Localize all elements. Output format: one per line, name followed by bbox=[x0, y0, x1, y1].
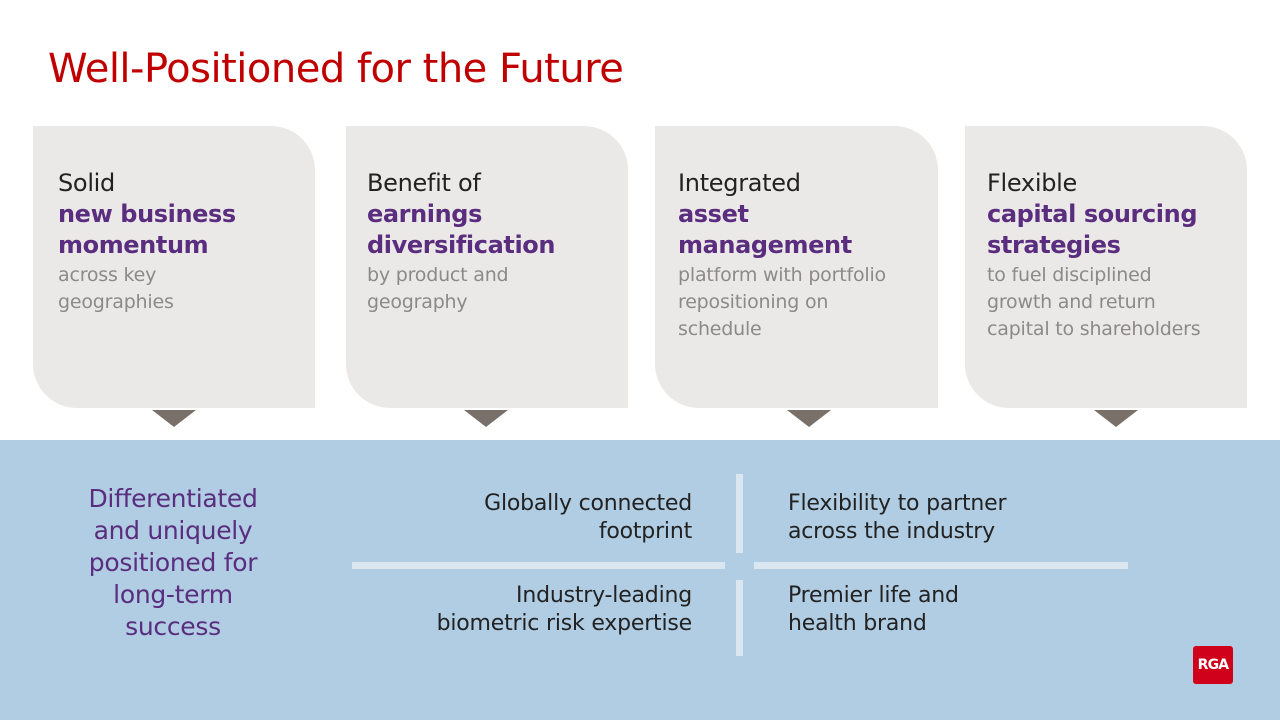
pillar-sub-line: platform with portfolio bbox=[678, 264, 886, 286]
quadrant-line: health brand bbox=[788, 611, 927, 636]
headline-line: positioned for bbox=[88, 548, 258, 577]
headline-line: success bbox=[125, 612, 221, 641]
pillar-emphasis-line: earnings bbox=[367, 200, 482, 228]
pillar-sub-line: repositioning on bbox=[678, 291, 829, 313]
quadrant-partner-flexibility: Flexibility to partner across the indust… bbox=[788, 490, 1007, 546]
quadrant-line: Industry-leading bbox=[516, 583, 692, 608]
pillar-sub-line: across key bbox=[58, 264, 157, 286]
pillar-lead: Solid bbox=[58, 169, 115, 197]
down-pointer-icon bbox=[152, 410, 196, 427]
quadrant-global-footprint: Globally connected footprint bbox=[392, 490, 692, 546]
pillar-emphasis-line: strategies bbox=[987, 231, 1121, 259]
down-pointer-icon bbox=[1094, 410, 1138, 427]
quadrant-line: Premier life and bbox=[788, 583, 959, 608]
headline-line: long-term bbox=[113, 580, 233, 609]
slide-title: Well-Positioned for the Future bbox=[48, 46, 624, 92]
quadrant-divider-vertical-bottom bbox=[736, 580, 743, 656]
pillar-card-earnings: Benefit of earnings diversification by p… bbox=[346, 126, 628, 408]
pillar-text: Integrated asset management platform wit… bbox=[678, 168, 928, 342]
down-pointer-icon bbox=[464, 410, 508, 427]
quadrant-divider-horizontal-left bbox=[352, 562, 725, 569]
quadrant-premier-brand: Premier life and health brand bbox=[788, 582, 959, 638]
pillar-text: Benefit of earnings diversification by p… bbox=[367, 168, 618, 315]
quadrant-divider-vertical-top bbox=[736, 474, 743, 553]
pillar-text: Flexible capital sourcing strategies to … bbox=[987, 168, 1237, 342]
pillar-sub-line: by product and bbox=[367, 264, 509, 286]
pillar-lead: Integrated bbox=[678, 169, 801, 197]
pillar-sub-line: to fuel disciplined bbox=[987, 264, 1152, 286]
headline-line: Differentiated bbox=[88, 484, 258, 513]
headline-line: and uniquely bbox=[93, 516, 253, 545]
pillar-card-new-business: Solid new business momentum across key g… bbox=[33, 126, 315, 408]
pillar-lead: Flexible bbox=[987, 169, 1077, 197]
pillar-card-asset-management: Integrated asset management platform wit… bbox=[655, 126, 938, 408]
pillar-sub-line: geographies bbox=[58, 291, 174, 313]
pillar-emphasis-line: diversification bbox=[367, 231, 556, 259]
pillar-sub-line: growth and return bbox=[987, 291, 1156, 313]
rga-logo: RGA bbox=[1193, 646, 1233, 684]
pillar-sub-line: geography bbox=[367, 291, 468, 313]
pillar-emphasis-line: momentum bbox=[58, 231, 209, 259]
pillar-card-capital-sourcing: Flexible capital sourcing strategies to … bbox=[965, 126, 1247, 408]
quadrant-divider-horizontal-right bbox=[754, 562, 1128, 569]
down-pointer-icon bbox=[787, 410, 831, 427]
summary-band bbox=[0, 440, 1280, 720]
quadrant-line: Globally connected bbox=[484, 491, 692, 516]
quadrant-biometric-expertise: Industry-leading biometric risk expertis… bbox=[392, 582, 693, 638]
quadrant-line: across the industry bbox=[788, 519, 995, 544]
pillar-emphasis-line: management bbox=[678, 231, 852, 259]
pillar-text: Solid new business momentum across key g… bbox=[58, 168, 305, 315]
quadrant-line: Flexibility to partner bbox=[788, 491, 1007, 516]
quadrant-line: footprint bbox=[598, 519, 692, 544]
pillar-sub-line: capital to shareholders bbox=[987, 318, 1201, 340]
quadrant-line: biometric risk expertise bbox=[436, 611, 693, 636]
pillar-emphasis-line: asset bbox=[678, 200, 749, 228]
pillar-emphasis-line: new business bbox=[58, 200, 236, 228]
summary-headline: Differentiated and uniquely positioned f… bbox=[62, 483, 284, 643]
pillar-sub-line: schedule bbox=[678, 318, 762, 340]
pillar-lead: Benefit of bbox=[367, 169, 481, 197]
pillar-emphasis-line: capital sourcing bbox=[987, 200, 1198, 228]
